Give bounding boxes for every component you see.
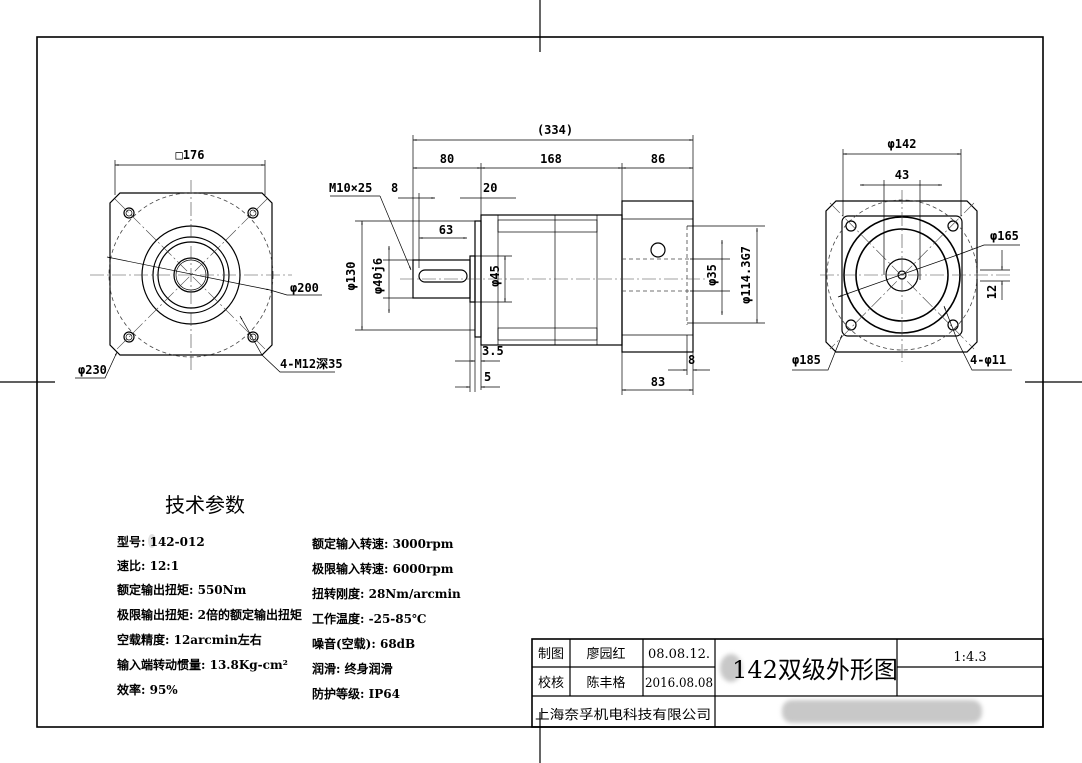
title-block: 制图 廖园红 08.08.12. 校核 陈丰格 2016.08.08 上海奈孚机…	[531, 638, 1044, 728]
dim-d130: φ130	[344, 262, 358, 291]
dim-d40: φ40j6	[371, 258, 385, 294]
spec-backlash: 空载精度: 12arcmin左右	[117, 632, 262, 647]
dim-key-offset: 8	[391, 181, 398, 195]
spec-inertia: 输入端转动惯量: 13.8Kg-cm²	[117, 657, 288, 672]
drawn-label: 制图	[538, 647, 564, 662]
dim-8: 8	[688, 353, 695, 367]
dim-pcd-200: φ200	[290, 281, 319, 295]
dim-3-5: 3.5	[482, 344, 504, 358]
spec-noise: 噪音(空载): 68dB	[312, 636, 415, 651]
dim-d142: φ142	[888, 137, 917, 151]
dim-83: 83	[651, 375, 665, 389]
drawn-by: 廖园红	[586, 646, 625, 662]
spec-rated-speed: 额定输入转速: 3000rpm	[312, 536, 454, 551]
spec-rated-torque: 额定输出扭矩: 550Nm	[117, 582, 247, 597]
dim-168: 168	[540, 152, 562, 166]
spec-ratio: 速比: 12:1	[117, 558, 179, 573]
checked-by: 陈丰格	[586, 675, 625, 691]
drawn-date: 08.08.12.	[648, 647, 710, 662]
dim-d185: φ185	[792, 353, 821, 367]
dim-holes-m12: 4-M12深35	[280, 356, 343, 371]
drawing-scale: 1:4.3	[953, 650, 986, 665]
company-name: 上海奈孚机电科技有限公司	[535, 708, 711, 723]
dim-outer-230: φ230	[78, 363, 107, 377]
front-view: □176 φ200 φ230 4-M12深35	[75, 148, 343, 379]
rear-view: φ142 43 φ165 12 φ185 4-φ11	[792, 137, 1020, 371]
dim-12: 12	[985, 285, 999, 299]
dim-holes-11: 4-φ11	[970, 353, 1006, 367]
side-view: (334) 80 168 86 M10×25 8 20 63 φ130 φ40j…	[329, 123, 765, 395]
spec-model: 型号: 142-012	[117, 534, 205, 549]
dim-86: 86	[651, 152, 665, 166]
spec-protection: 防护等级: IP64	[312, 686, 400, 701]
dim-5: 5	[484, 370, 491, 384]
dim-thread: M10×25	[329, 181, 372, 195]
dim-square-176: □176	[176, 148, 205, 162]
spec-max-speed: 极限输入转速: 6000rpm	[312, 561, 454, 576]
dim-d35: φ35	[705, 264, 719, 286]
dim-d165: φ165	[990, 229, 1019, 243]
checked-label: 校核	[538, 675, 564, 691]
dim-pilot-20: 20	[483, 181, 497, 195]
spec-temperature: 工作温度: -25-85℃	[312, 611, 426, 626]
dim-d114: φ114.3G7	[739, 246, 753, 304]
dim-overall-334: (334)	[537, 123, 573, 137]
checked-date: 2016.08.08	[645, 676, 713, 691]
specs-title: 技术参数	[165, 493, 245, 517]
technical-specs: 技术参数 型号: 142-012 速比: 12:1 额定输出扭矩: 550Nm …	[117, 493, 461, 701]
drawing-title: 142双级外形图	[732, 656, 898, 684]
redacted-mark	[148, 534, 156, 548]
spec-efficiency: 效率: 95%	[117, 682, 178, 697]
spec-max-torque: 极限输出扭矩: 2倍的额定输出扭矩	[117, 607, 302, 622]
spec-lubrication: 润滑: 终身润滑	[312, 661, 393, 676]
redacted-mark	[720, 654, 742, 682]
dim-80: 80	[440, 152, 454, 166]
spec-stiffness: 扭转刚度: 28Nm/arcmin	[312, 586, 461, 601]
bolt-holes	[123, 207, 259, 343]
dim-43: 43	[895, 168, 909, 182]
dim-d45: φ45	[488, 265, 502, 287]
dim-key-63: 63	[439, 223, 453, 237]
redacted-area	[782, 700, 982, 723]
